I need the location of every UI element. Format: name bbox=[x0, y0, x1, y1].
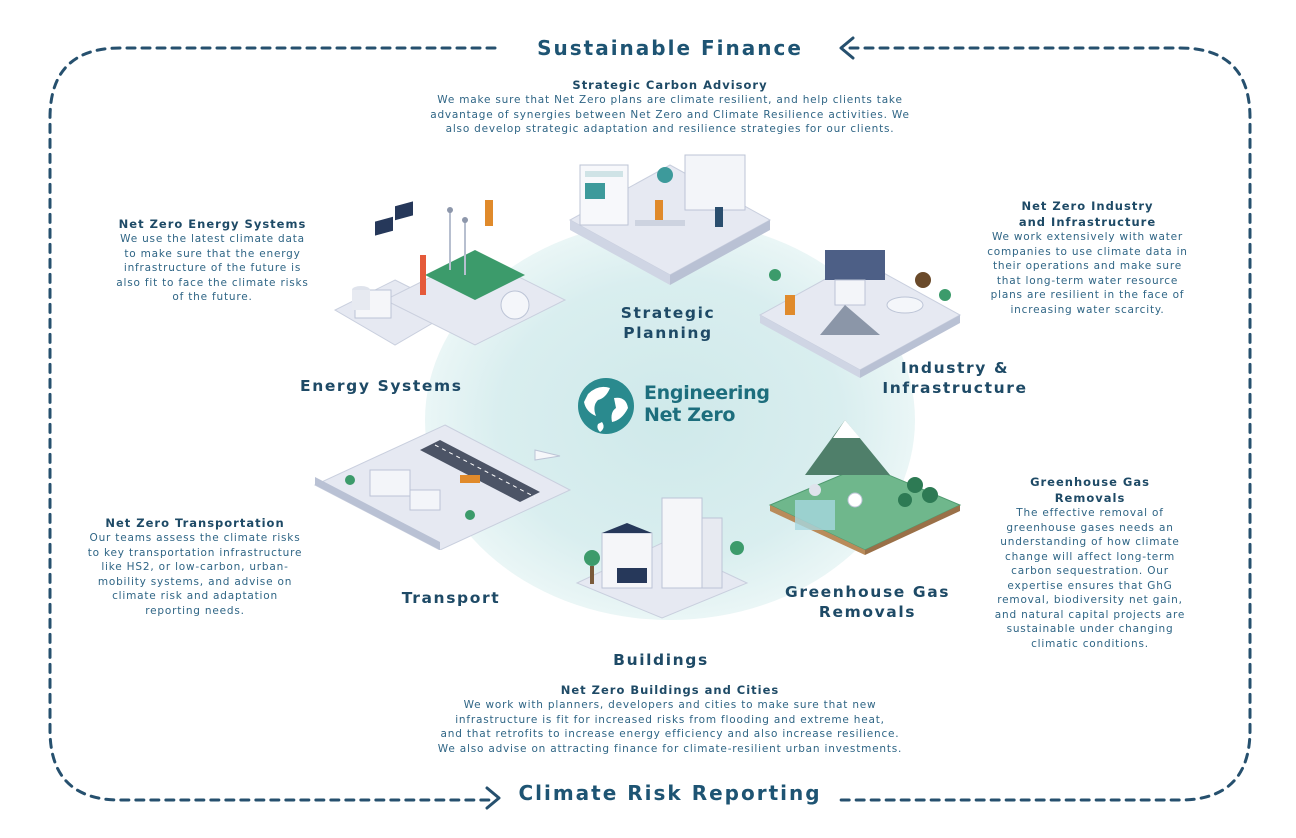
desc-line: infrastructure of the future is bbox=[123, 262, 302, 274]
desc-line: companies to use climate data in bbox=[987, 245, 1188, 258]
hub-buildings: Buildings bbox=[613, 651, 709, 669]
desc-line: We also advise on attracting finance for… bbox=[437, 742, 903, 755]
desc-buildings: Net Zero Buildings and Cities We work wi… bbox=[400, 682, 940, 756]
desc-line: The effective removal of bbox=[1016, 507, 1164, 519]
desc-title-line: Net Zero Industry bbox=[1021, 199, 1154, 213]
desc-transport-title: Net Zero Transportation bbox=[105, 516, 285, 530]
desc-buildings-title: Net Zero Buildings and Cities bbox=[560, 683, 780, 697]
desc-strategic-title: Strategic Carbon Advisory bbox=[572, 78, 768, 92]
desc-line: like HS2, or low-carbon, urban- bbox=[101, 561, 289, 573]
desc-strategic: Strategic Carbon Advisory We make sure t… bbox=[420, 77, 920, 137]
desc-line: their operations and make sure bbox=[993, 260, 1182, 272]
desc-line: climate risk and adaptation bbox=[112, 590, 278, 602]
desc-line: We work with planners, developers and ci… bbox=[463, 699, 877, 711]
desc-line: We make sure that Net Zero plans are cli… bbox=[437, 94, 903, 106]
desc-line: plans are resilient in the face of bbox=[990, 289, 1185, 301]
desc-title-line: Greenhouse Gas bbox=[1030, 475, 1150, 489]
hub-ghg-removals: Greenhouse Gas Removals bbox=[785, 582, 950, 622]
desc-energy: Net Zero Energy Systems We use the lates… bbox=[100, 216, 325, 305]
desc-energy-title: Net Zero Energy Systems bbox=[118, 217, 307, 231]
desc-line: infrastructure is fit for increased risk… bbox=[455, 713, 885, 726]
globe-logo-icon bbox=[578, 378, 634, 434]
desc-line: mobility systems, and advise on bbox=[97, 575, 293, 588]
energy-systems-illustration bbox=[333, 200, 567, 346]
arrow-left-icon bbox=[839, 36, 855, 60]
desc-title-line: Removals bbox=[1054, 491, 1126, 505]
buildings-illustration bbox=[575, 497, 749, 619]
desc-line: that long-term water resource bbox=[996, 274, 1179, 287]
desc-line: change will affect long-term bbox=[1005, 550, 1175, 563]
logo-line-2: Net Zero bbox=[644, 404, 736, 426]
desc-line: understanding of how climate bbox=[1000, 536, 1180, 548]
desc-ghg-title: Greenhouse Gas Removals bbox=[975, 474, 1205, 506]
desc-line: carbon sequestration. Our bbox=[1011, 565, 1169, 577]
hub-strategic-planning: Strategic Planning bbox=[600, 303, 736, 343]
transport-illustration bbox=[313, 424, 572, 550]
ghg-removals-illustration bbox=[768, 420, 962, 555]
desc-line: removal, biodiversity net gain, bbox=[997, 594, 1183, 606]
hub-strategic-line2: Planning bbox=[623, 324, 713, 342]
loop-path-right bbox=[838, 46, 1252, 802]
desc-line: to key transportation infrastructure bbox=[87, 546, 303, 559]
hub-industry-line1: Industry & bbox=[900, 359, 1010, 377]
desc-line: and that retrofits to increase energy ef… bbox=[440, 728, 900, 740]
desc-ghg: Greenhouse Gas Removals The effective re… bbox=[975, 474, 1205, 651]
desc-line: Our teams assess the climate risks bbox=[89, 532, 301, 544]
loop-path-top-left bbox=[48, 46, 497, 802]
desc-line: and natural capital projects are bbox=[994, 608, 1186, 621]
desc-energy-body: We use the latest climate data to make s… bbox=[100, 232, 325, 305]
desc-industry: Net Zero Industry and Infrastructure We … bbox=[965, 198, 1210, 317]
hub-ghg-line2: Removals bbox=[818, 603, 917, 621]
hub-ghg-line1: Greenhouse Gas bbox=[785, 583, 951, 601]
desc-industry-body: We work extensively with water companies… bbox=[965, 230, 1210, 317]
logo-line-1: Engineering bbox=[644, 382, 770, 404]
sustainable-finance-label: Sustainable Finance bbox=[537, 36, 803, 60]
desc-transport-body: Our teams assess the climate risks to ke… bbox=[75, 531, 315, 618]
desc-line: sustainable under changing bbox=[1006, 623, 1174, 635]
hub-transport: Transport bbox=[401, 589, 501, 607]
desc-line: also develop strategic adaptation and re… bbox=[445, 123, 895, 135]
desc-industry-title: Net Zero Industry and Infrastructure bbox=[965, 198, 1210, 230]
desc-line: advantage of synergies between Net Zero … bbox=[430, 108, 910, 121]
hub-industry: Industry & Infrastructure bbox=[880, 358, 1030, 398]
desc-transport: Net Zero Transportation Our teams assess… bbox=[75, 515, 315, 618]
industry-illustration bbox=[758, 250, 962, 378]
arrow-right-icon bbox=[485, 786, 501, 810]
desc-line: also fit to face the climate risks bbox=[116, 276, 309, 289]
desc-line: reporting needs. bbox=[145, 604, 245, 617]
desc-line: to make sure that the energy bbox=[124, 247, 301, 260]
desc-line: expertise ensures that GhG bbox=[1007, 579, 1173, 592]
desc-line: climatic conditions. bbox=[1031, 637, 1149, 650]
desc-line: of the future. bbox=[172, 291, 253, 303]
climate-risk-reporting-label: Climate Risk Reporting bbox=[518, 781, 822, 805]
engineering-net-zero-logo: Engineering Net Zero bbox=[576, 376, 770, 436]
hub-energy-systems: Energy Systems bbox=[300, 377, 463, 395]
hub-industry-line2: Infrastructure bbox=[882, 379, 1028, 397]
desc-line: We use the latest climate data bbox=[120, 233, 305, 245]
desc-buildings-body: We work with planners, developers and ci… bbox=[400, 698, 940, 756]
desc-line: increasing water scarcity. bbox=[1010, 303, 1165, 316]
desc-title-line: and Infrastructure bbox=[1018, 215, 1157, 229]
strategic-planning-illustration bbox=[568, 154, 772, 285]
desc-strategic-body: We make sure that Net Zero plans are cli… bbox=[420, 93, 920, 137]
desc-line: greenhouse gases needs an bbox=[1006, 521, 1174, 534]
desc-line: We work extensively with water bbox=[991, 231, 1184, 243]
hub-strategic-line1: Strategic bbox=[620, 304, 716, 322]
desc-ghg-body: The effective removal of greenhouse gase… bbox=[975, 506, 1205, 651]
